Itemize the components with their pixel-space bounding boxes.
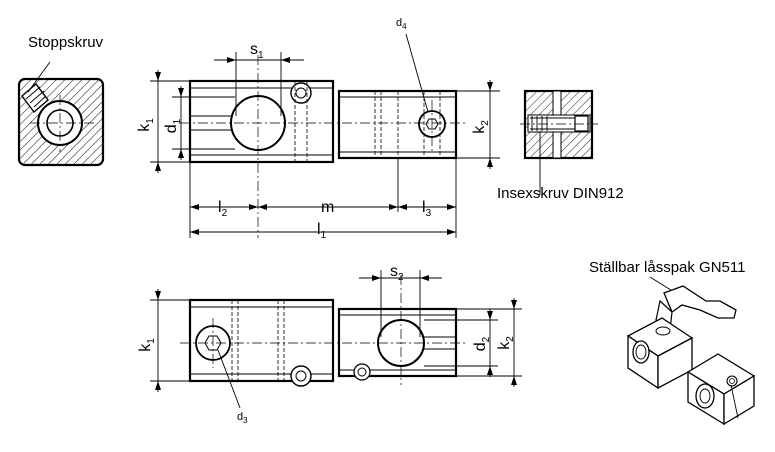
- isometric-view: [626, 285, 756, 426]
- d4-label: d4: [396, 17, 407, 31]
- dim-d1: [172, 86, 235, 160]
- top-front-view: [180, 55, 466, 238]
- l3-label: l3: [422, 199, 432, 219]
- l1-label: l1: [317, 221, 327, 241]
- s2-label: s2: [390, 263, 404, 283]
- dim-k2-top: [456, 80, 500, 169]
- stop-screw-label: Stoppskruv: [28, 34, 104, 51]
- dim-horizontal: [189, 158, 457, 238]
- bottom-front-view: [180, 275, 466, 387]
- dim-k2-bottom: [456, 298, 522, 387]
- dim-k1-bottom: [150, 289, 190, 392]
- d2-label: d2: [472, 336, 492, 351]
- dim-d2: [424, 309, 498, 377]
- k2-top-label: k2: [471, 120, 491, 134]
- side-section-view: [17, 61, 105, 167]
- s1-label: s1: [250, 41, 264, 61]
- dim-s2: [359, 270, 442, 337]
- hex-screw-label: Insexskruv DIN912: [497, 185, 624, 202]
- dim-k1-top: [150, 70, 190, 173]
- k2-bottom-label: k2: [496, 336, 516, 350]
- d3-label: d3: [237, 411, 248, 425]
- end-section-view: [520, 89, 598, 160]
- adjustable-lever-label: Ställbar låsspak GN511: [589, 259, 745, 276]
- k1-top-label: k1: [136, 118, 156, 132]
- k1-bottom-label: k1: [137, 338, 157, 352]
- m-label: m: [321, 199, 334, 216]
- d1-label: d1: [163, 118, 183, 133]
- l2-label: l2: [218, 199, 228, 219]
- dim-s1: [214, 52, 304, 116]
